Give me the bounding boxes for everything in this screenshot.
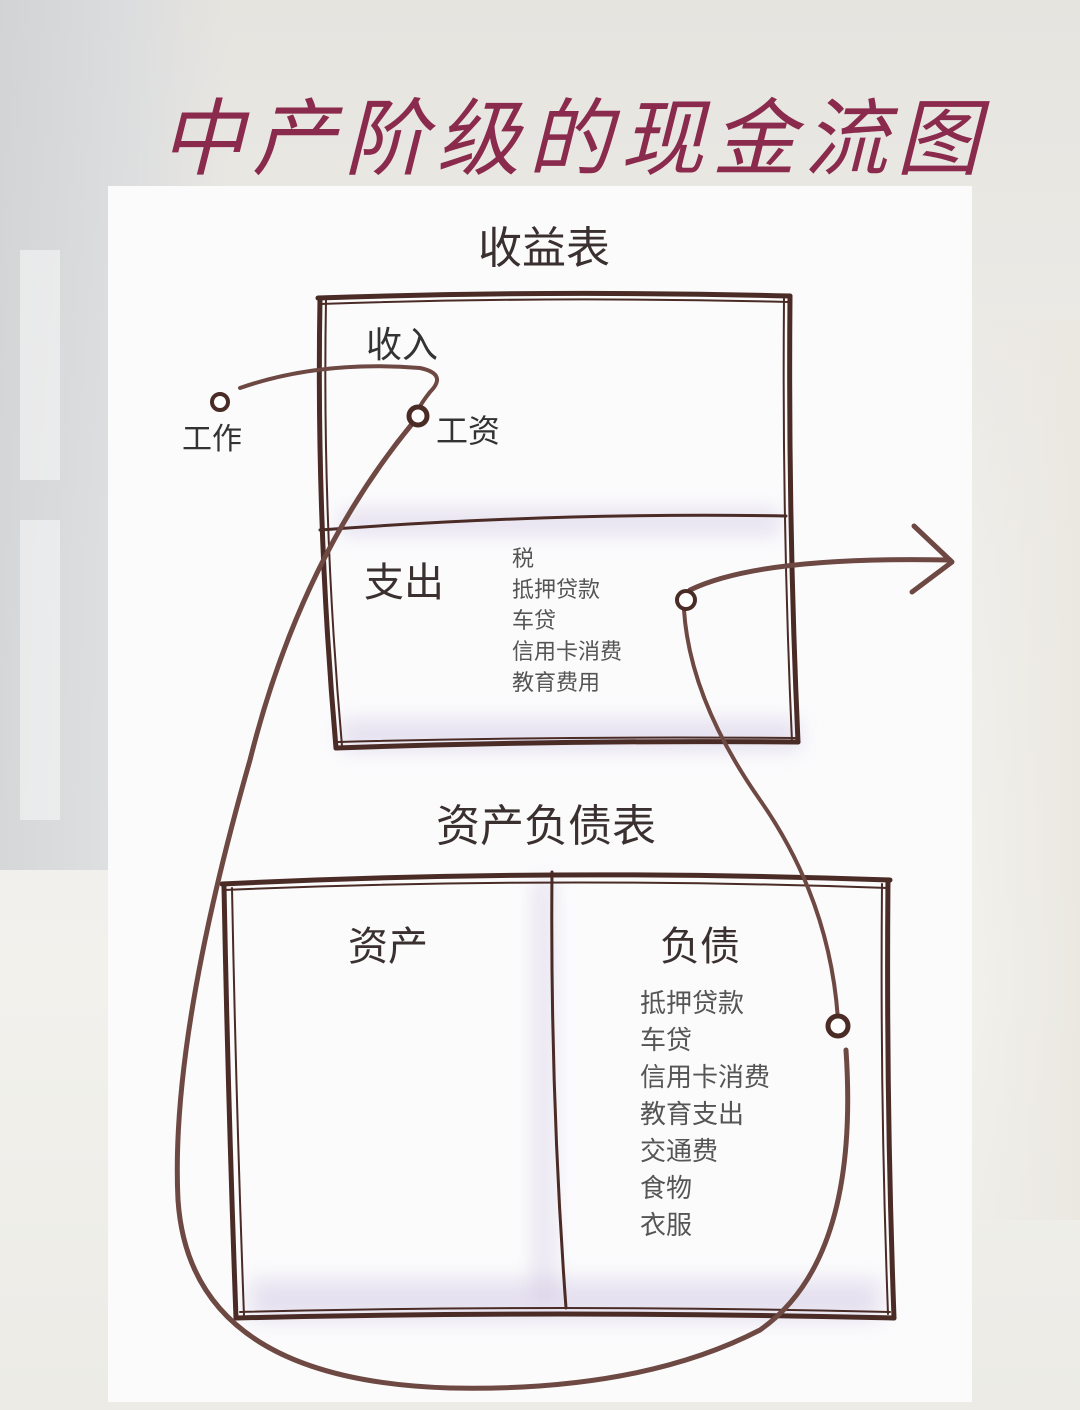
income-statement-box: [315, 290, 801, 751]
background-right: [970, 320, 1080, 1220]
expenses-label: 支出: [364, 560, 444, 606]
node-expenses: [675, 589, 697, 611]
liability-item: 抵押贷款: [640, 989, 745, 1019]
background-window-pane: [20, 520, 60, 820]
liability-item: 食物: [640, 1174, 693, 1204]
liability-item: 衣服: [640, 1211, 693, 1241]
expense-item: 教育费用: [512, 671, 601, 696]
assets-label: 资产: [348, 924, 428, 970]
box-shadow: [535, 880, 553, 1300]
flow-work-to-salary: [238, 364, 440, 412]
liability-item: 信用卡消费: [640, 1063, 771, 1093]
flow-liabilities-to-expenses: [682, 608, 840, 1022]
liabilities-list: 抵押贷款 车贷 信用卡消费 教育支出 交通费 食物 衣服: [640, 986, 770, 1245]
expenses-list: 税 抵押贷款 车贷 信用卡消费 教育费用: [512, 544, 622, 699]
liability-item: 车贷: [640, 1026, 693, 1056]
expense-item: 信用卡消费: [512, 640, 623, 665]
liability-item: 交通费: [640, 1137, 719, 1167]
expense-item: 税: [512, 547, 535, 572]
node-work: [210, 392, 230, 412]
flow-expenses-out-arrow: [687, 523, 955, 595]
liabilities-label: 负债: [660, 924, 740, 970]
expense-item: 抵押贷款: [512, 578, 601, 603]
flow-salary-loop: [174, 421, 851, 1391]
balance-sheet-box: [219, 870, 897, 1321]
balance-sheet-heading: 资产负债表: [436, 801, 656, 852]
paper-sheet: [108, 186, 972, 1402]
node-salary: [406, 404, 430, 428]
node-liabilities: [825, 1013, 851, 1039]
background-window-pane: [20, 250, 60, 480]
liability-item: 教育支出: [640, 1100, 745, 1130]
expense-item: 车贷: [512, 609, 557, 634]
page-title: 中产阶级的现金流图: [160, 90, 989, 188]
income-label: 收入: [366, 325, 439, 366]
salary-label: 工资: [436, 412, 501, 450]
income-statement-heading: 收益表: [478, 223, 610, 274]
work-label: 工作: [182, 422, 242, 457]
